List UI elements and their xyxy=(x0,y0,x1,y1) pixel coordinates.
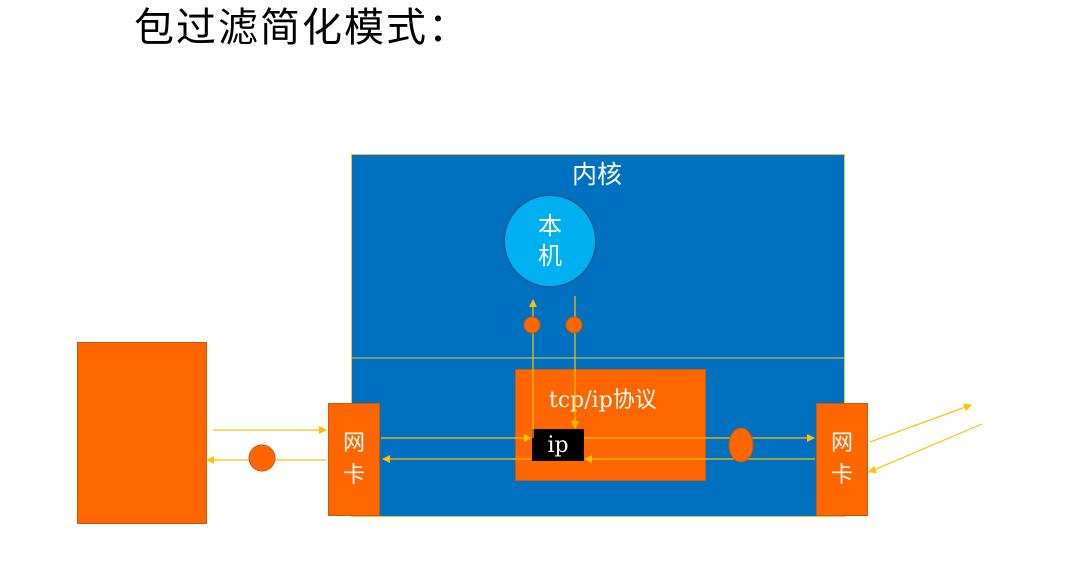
nic-left: 网卡 xyxy=(328,403,380,516)
filter-point-input xyxy=(523,316,541,334)
local-host-node: 本机 xyxy=(503,194,597,288)
nic-right: 网卡 xyxy=(816,403,868,516)
page-title: 包过滤简化模式： xyxy=(134,5,470,51)
arrow-into-nic-right xyxy=(868,423,983,473)
tcpip-protocol-box xyxy=(515,369,706,481)
filter-point-external xyxy=(248,444,276,472)
ip-layer-box: ip xyxy=(532,429,584,461)
arrow-nic-right-out xyxy=(869,403,972,443)
tcpip-label: tcp/ip协议 xyxy=(549,388,657,413)
filter-point-output xyxy=(565,316,583,334)
external-host-block xyxy=(77,342,207,524)
filter-point-forward xyxy=(728,427,754,463)
kernel-label: 内核 xyxy=(572,160,623,189)
